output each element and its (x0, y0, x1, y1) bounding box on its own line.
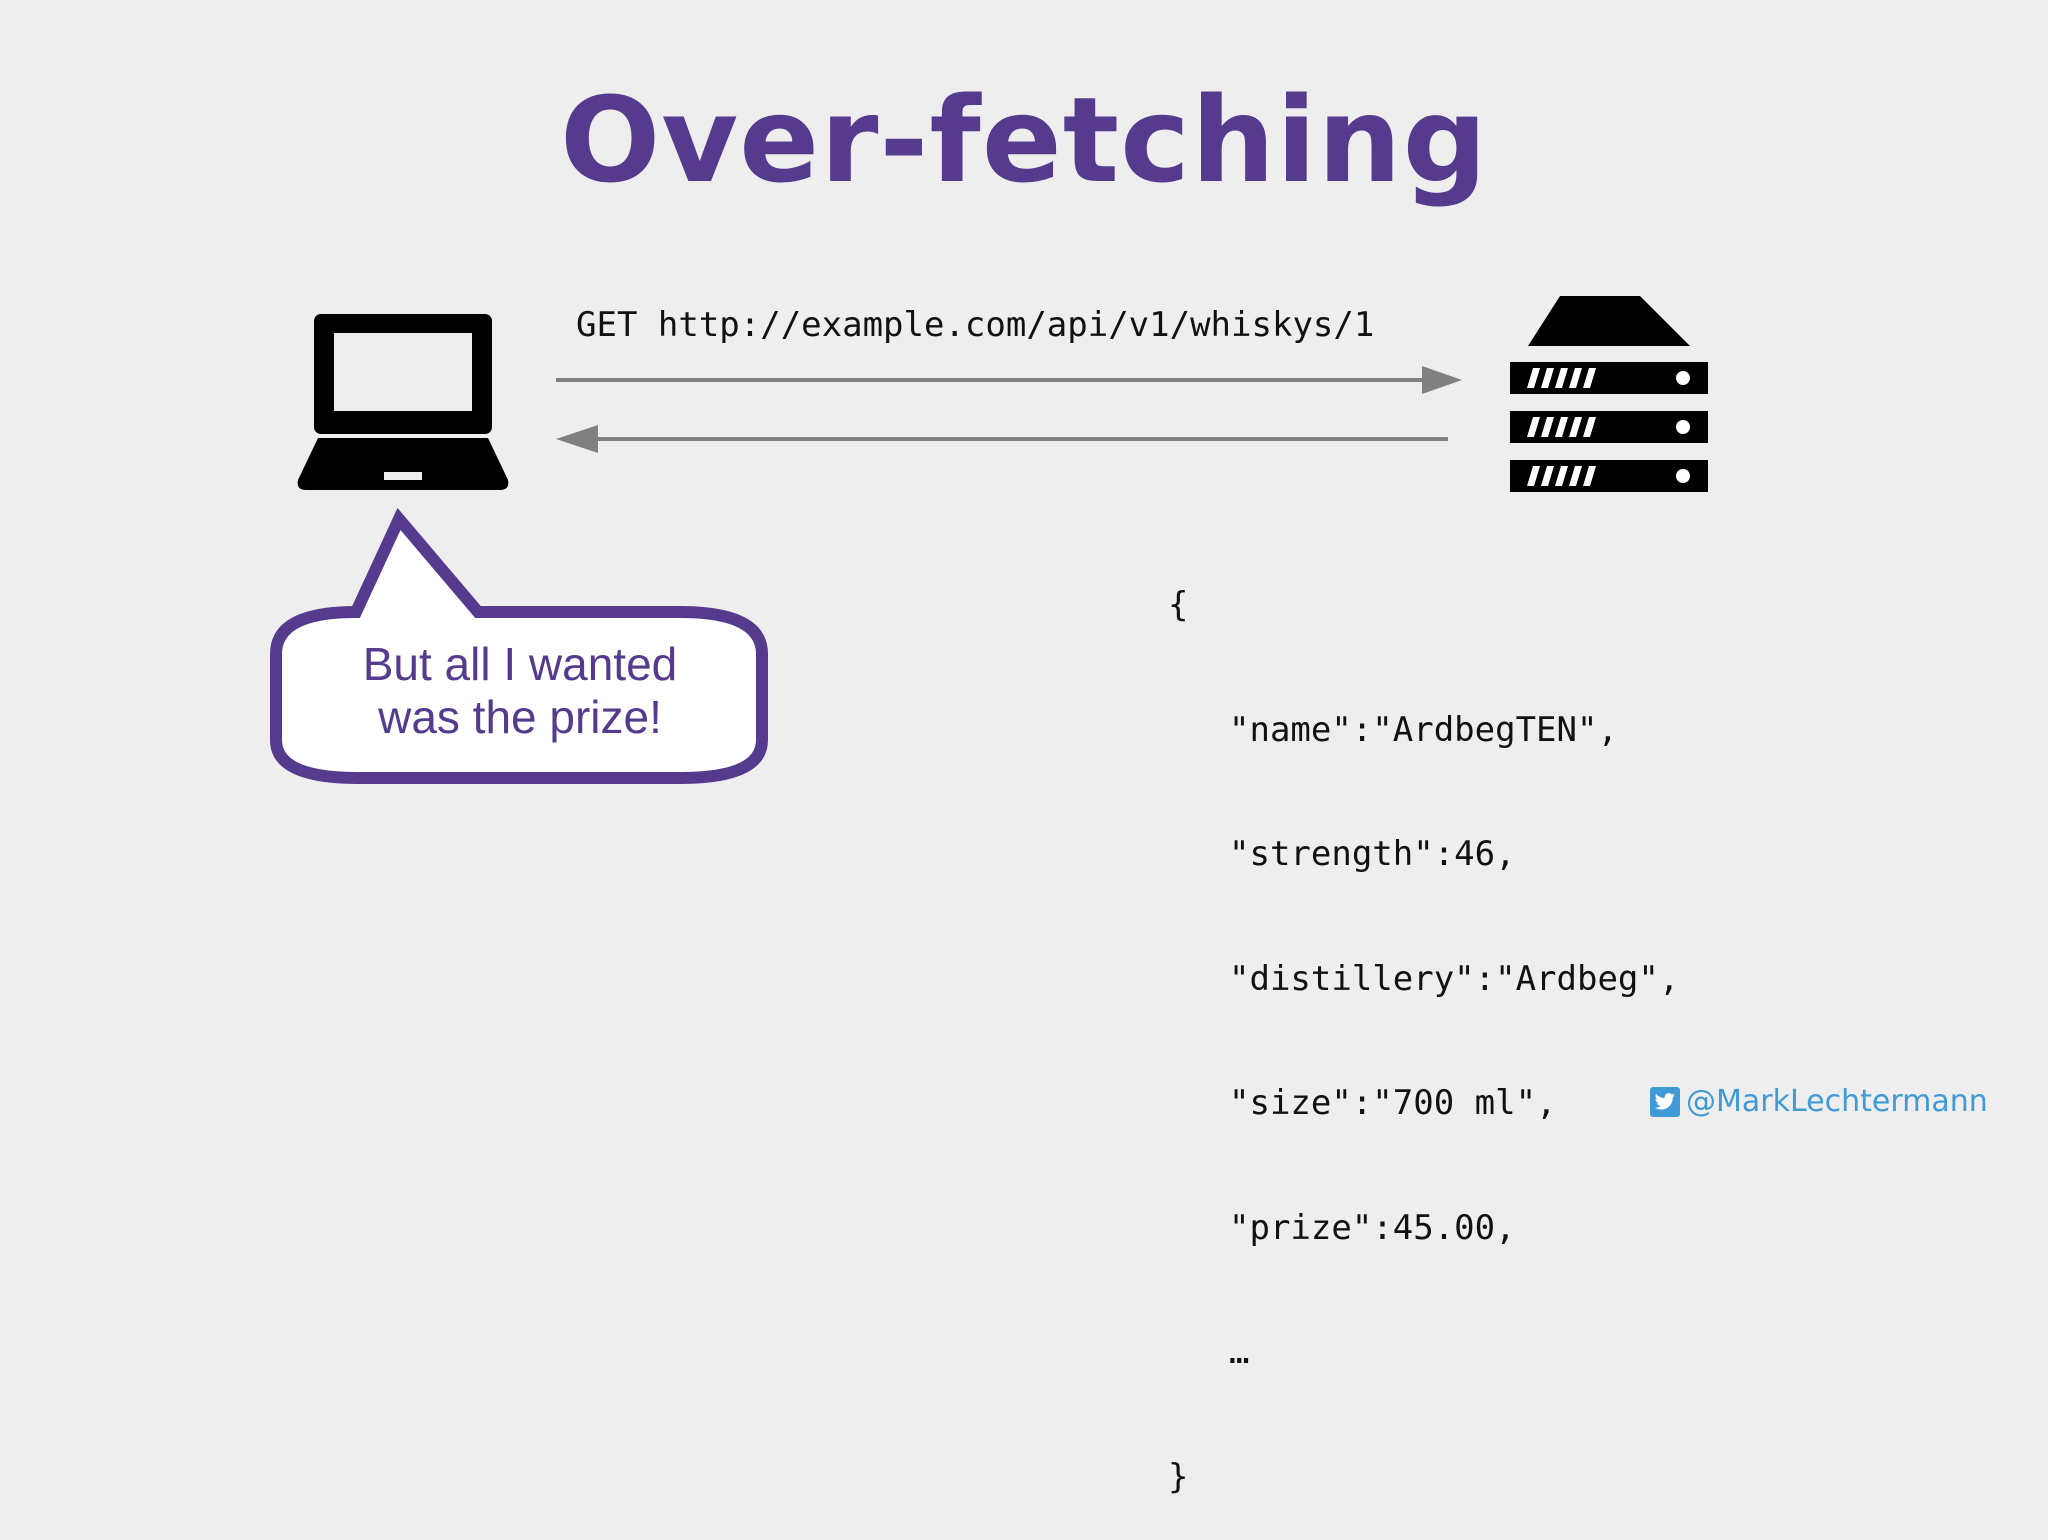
bubble-text: But all I wanted was the prize! (285, 638, 755, 744)
json-line: … (1229, 1332, 1250, 1372)
json-line: "name":"ArdbegTEN", (1229, 709, 1618, 750)
json-line: } (1168, 1456, 1189, 1497)
request-arrow (556, 366, 1462, 394)
json-line: "strength":46, (1229, 834, 1516, 874)
server-icon (1510, 296, 1708, 492)
laptop-icon (297, 314, 509, 490)
json-line: "distillery":"Ardbeg", (1229, 958, 1680, 999)
json-line: "size":"700 ml", (1229, 1083, 1557, 1123)
twitter-handle[interactable]: @MarkLechtermann (1650, 1084, 1988, 1119)
twitter-handle-text: @MarkLechtermann (1686, 1084, 1988, 1119)
flow-diagram (270, 296, 1708, 784)
speech-bubble (270, 507, 768, 784)
twitter-icon (1650, 1086, 1680, 1117)
request-label: GET http://example.com/api/v1/whiskys/1 (576, 305, 1375, 345)
json-line: { (1168, 585, 1189, 625)
bubble-line-1: But all I wanted (362, 638, 678, 690)
slide-title: Over-fetching (559, 71, 1489, 209)
bubble-line-2: was the prize! (378, 691, 662, 743)
json-line: "prize":45.00, (1229, 1207, 1516, 1248)
response-arrow (556, 425, 1448, 453)
response-json: { "name":"ArdbegTEN", "strength":46, "di… (1168, 502, 1679, 1540)
